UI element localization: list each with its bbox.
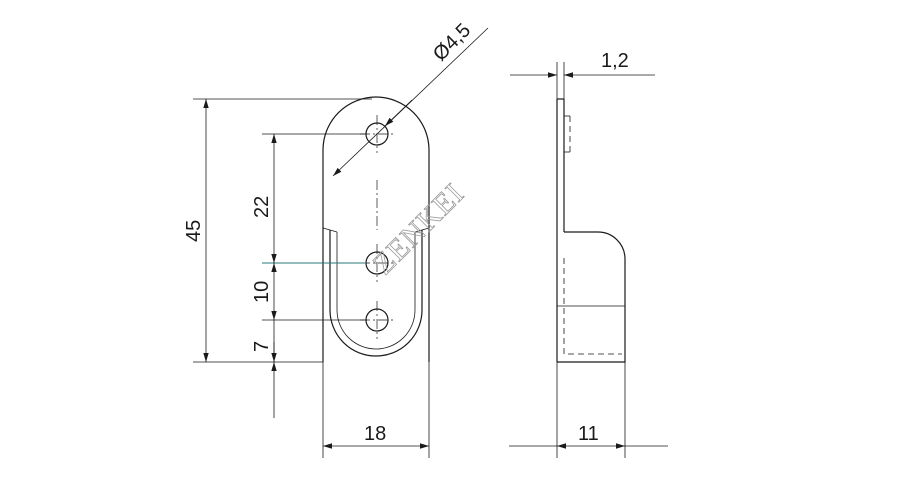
dimension-10-label: 10 — [251, 281, 273, 303]
side-view — [556, 98, 626, 363]
plate-outline — [322, 96, 430, 362]
dimension-18-label: 18 — [364, 423, 386, 445]
front-dimensions: 45 22 10 7 18 — [183, 98, 430, 458]
dimension-22-label: 22 — [251, 196, 273, 218]
diameter-leader-arrow — [384, 99, 413, 127]
watermark: ZENKEI — [367, 177, 471, 281]
dimension-11-label: 11 — [578, 423, 599, 445]
side-dimensions: 1,2 11 — [509, 50, 668, 458]
cup-outline — [329, 230, 423, 357]
dimension-7-label: 7 — [251, 341, 273, 352]
cup-inner-outline — [336, 232, 416, 350]
hole-diameter-label: Ø4,5 — [429, 19, 475, 65]
cup-rim — [322, 227, 430, 233]
diameter-leader — [332, 27, 489, 177]
front-view: Ø4,5 ZENKEI — [322, 19, 489, 362]
dimension-45-label: 45 — [183, 220, 205, 242]
dimension-thickness-label: 1,2 — [601, 50, 629, 72]
hole-centerlines — [360, 115, 394, 339]
